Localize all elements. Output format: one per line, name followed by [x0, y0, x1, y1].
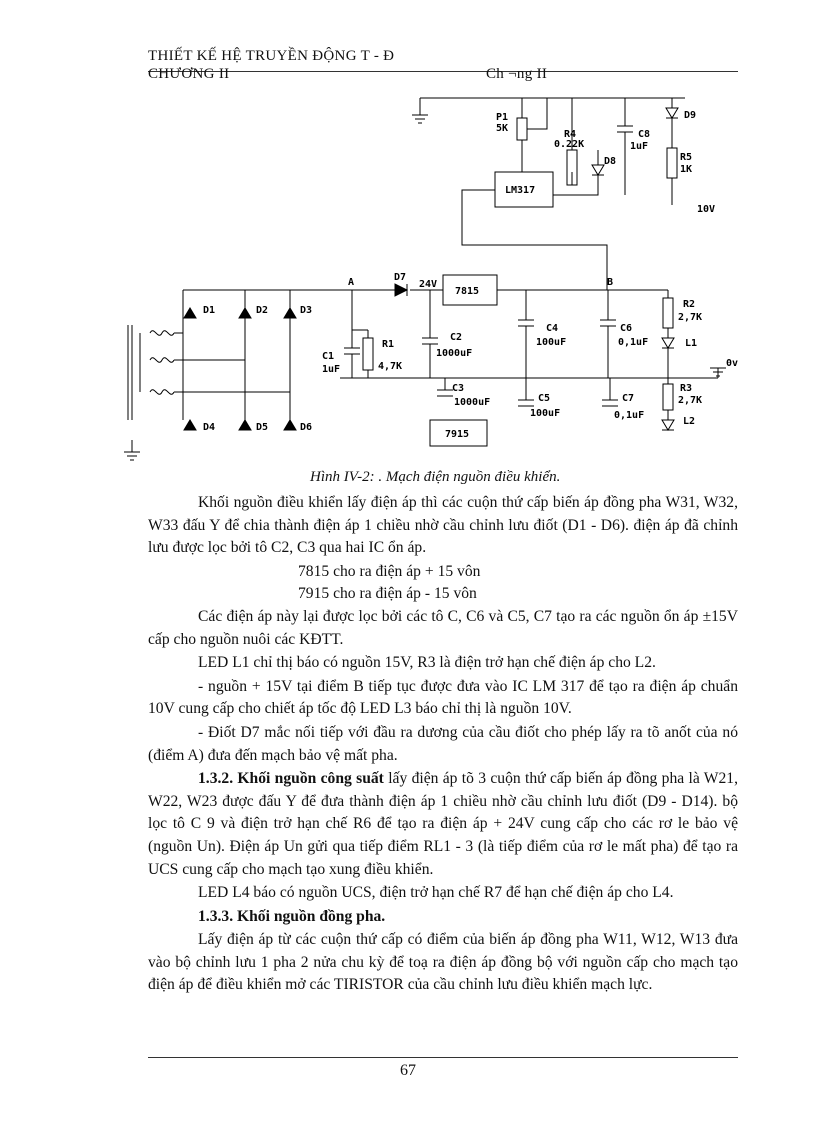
- label-lm317: LM317: [505, 185, 535, 196]
- paragraph-power-supply-text: lấy điện áp tõ 3 cuộn thứ cấp biến áp đồ…: [148, 770, 739, 878]
- footer-rule: [148, 1057, 738, 1058]
- label-r4: R4: [564, 129, 576, 140]
- label-l1: L1: [685, 338, 697, 349]
- label-c7-value: 0,1uF: [614, 410, 644, 421]
- label-d8: D8: [604, 156, 616, 167]
- label-a: A: [348, 277, 354, 288]
- figure-caption: Hình IV-2: . Mạch điện nguồn điều khiển.: [310, 469, 561, 485]
- paragraph-d7: - Điốt D7 mắc nối tiếp với đầu ra dương …: [148, 723, 738, 764]
- label-r4-value: 0.22K: [554, 139, 584, 150]
- label-r3: R3: [680, 383, 692, 394]
- label-p1-value: 5K: [496, 123, 508, 134]
- label-r5: R5: [680, 152, 692, 163]
- label-c7: C7: [622, 393, 634, 404]
- paragraph-power-supply: 1.3.2. Khối nguồn công suất lấy điện áp …: [148, 768, 738, 881]
- label-c2-value: 1000uF: [436, 348, 472, 359]
- label-r3-value: 2,7K: [678, 395, 702, 406]
- label-c8: C8: [638, 129, 650, 140]
- label-24v: 24V: [419, 279, 437, 290]
- label-r2: R2: [683, 299, 695, 310]
- label-d6: D6: [300, 422, 312, 433]
- line-7815: 7815 cho ra điện áp + 15 vôn: [298, 562, 481, 580]
- label-d2: D2: [256, 305, 268, 316]
- circuit-diagram: P1 5K R4 0.22K C8 1uF D9 R5 1K D8 LM317 …: [124, 97, 738, 461]
- label-r1: R1: [382, 339, 394, 350]
- label-c6-value: 0,1uF: [618, 337, 648, 348]
- label-d4: D4: [203, 422, 215, 433]
- heading-1-3-3: 1.3.3. Khối nguồn đồng pha.: [198, 907, 386, 925]
- heading-1-3-2: 1.3.2. Khối nguồn công suất: [198, 770, 384, 788]
- label-p1: P1: [496, 112, 508, 123]
- paragraph-filter: Các điện áp này lại được lọc bởi các tô …: [148, 607, 738, 648]
- label-r2-value: 2,7K: [678, 312, 702, 323]
- label-c6: C6: [620, 323, 632, 334]
- label-d7: D7: [394, 272, 406, 283]
- paragraph-lm317: - nguồn + 15V tại điểm B tiếp tục được đ…: [148, 677, 738, 718]
- header-title: THIẾT KẾ HỆ TRUYỀN ĐỘNG T - Đ: [148, 48, 395, 64]
- label-c4: C4: [546, 323, 558, 334]
- label-7815: 7815: [455, 286, 479, 297]
- label-10v: 10V: [697, 204, 715, 215]
- paragraph-sync-supply: Lấy điện áp từ các cuộn thứ cấp có điểm …: [148, 931, 738, 994]
- header-chapter: CHƯƠNG II: [148, 66, 230, 82]
- line-7915: 7915 cho ra điện áp - 15 vôn: [298, 585, 477, 603]
- label-c8-value: 1uF: [630, 141, 648, 152]
- label-c3: C3: [452, 383, 464, 394]
- label-c4-value: 100uF: [536, 337, 566, 348]
- header-chapter-right: Ch ¬ng II: [486, 66, 548, 82]
- label-c3-value: 1000uF: [454, 397, 490, 408]
- body-text: Hình IV-2: . Mạch điện nguồn điều khiển.…: [148, 466, 738, 998]
- paragraph-control-supply: Khối nguồn điều khiển lấy điện áp thì cá…: [148, 494, 738, 557]
- label-d9: D9: [684, 110, 696, 121]
- label-c1-value: 1uF: [322, 364, 340, 375]
- label-l2: L2: [683, 416, 695, 427]
- header-rule: [148, 71, 738, 72]
- label-d3: D3: [300, 305, 312, 316]
- paragraph-led-l4: LED L4 báo có nguồn UCS, điện trở hạn ch…: [198, 884, 674, 902]
- label-c1: C1: [322, 351, 334, 362]
- label-d5: D5: [256, 422, 268, 433]
- label-c2: C2: [450, 332, 462, 343]
- paragraph-led: LED L1 chỉ thị báo có nguồn 15V, R3 là đ…: [198, 654, 656, 672]
- page-number: 67: [400, 1062, 416, 1079]
- label-b: B: [607, 277, 613, 288]
- label-r5-value: 1K: [680, 164, 692, 175]
- label-7915: 7915: [445, 429, 469, 440]
- label-r1-value: 4,7K: [378, 361, 402, 372]
- label-d1: D1: [203, 305, 215, 316]
- label-c5: C5: [538, 393, 550, 404]
- label-c5-value: 100uF: [530, 408, 560, 419]
- label-0v: 0v: [726, 358, 738, 369]
